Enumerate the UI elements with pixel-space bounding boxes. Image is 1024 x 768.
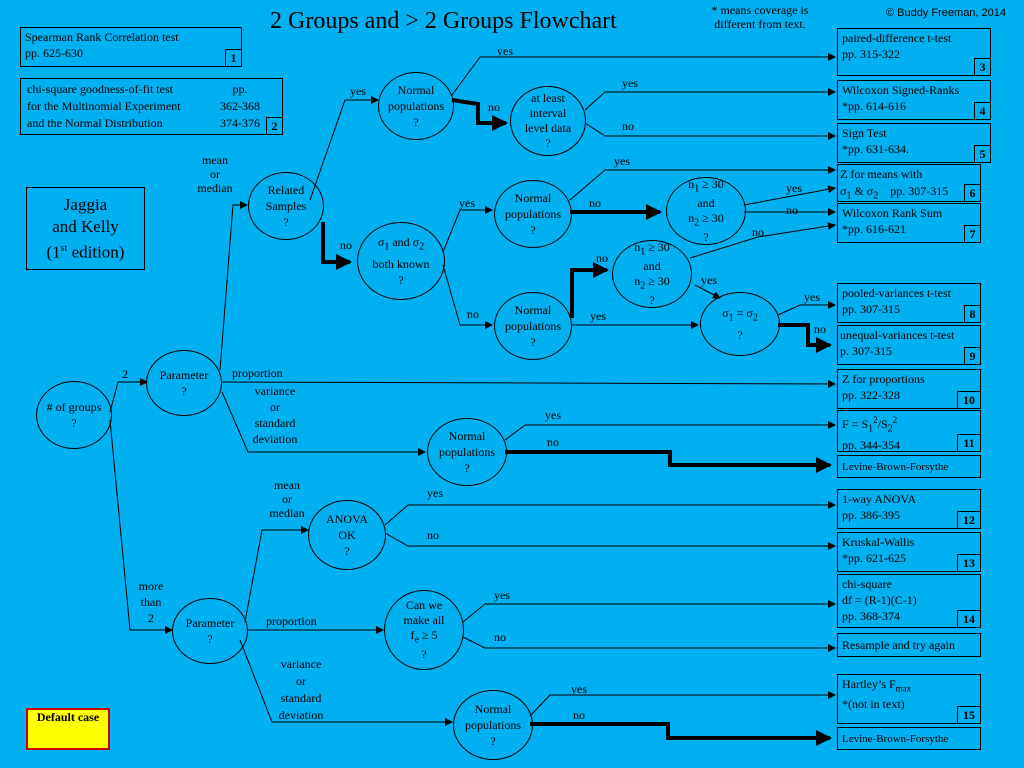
result-f-test: F = S12/S22 pp. 344-354 11: [837, 410, 981, 452]
result-number: 1: [225, 49, 242, 67]
edge-label-yes: yes: [614, 154, 630, 168]
edge-label-no: no: [340, 238, 352, 252]
edge-label-no: no: [547, 435, 559, 449]
edge-label-no: no: [488, 100, 500, 114]
result-number: 11: [957, 434, 981, 452]
sigma-equal-node: σ1 = σ2 ?: [700, 292, 780, 356]
result-number: 12: [957, 511, 981, 529]
edge-label-no: no: [814, 322, 826, 336]
result-number: 15: [957, 706, 981, 724]
edge-label-no: no: [622, 119, 634, 133]
groups-node: # of groups?: [36, 381, 112, 449]
edge-label-yes: yes: [701, 273, 717, 287]
edge-label-no: no: [427, 528, 439, 542]
result-sign-test: Sign Test*pp. 631-634. 5: [837, 123, 991, 163]
default-case-legend: Default case: [26, 708, 110, 750]
result-number: 13: [957, 554, 981, 572]
edge-label-2: 2: [122, 367, 128, 381]
result-z-means: Z for means with σ1 & σ2 pp. 307-315 6: [837, 164, 981, 202]
edge-label-yes: yes: [786, 181, 802, 195]
edge-label-yes: yes: [494, 588, 510, 602]
result-kruskal-wallis: Kruskal-Wallis*pp. 621-625 13: [837, 532, 981, 572]
edge-label-yes: yes: [350, 84, 366, 98]
edge-label-no: no: [589, 196, 601, 210]
edge-label-no: no: [494, 630, 506, 644]
parameter-node-bottom: Parameter?: [172, 598, 248, 664]
edge-label-no: no: [596, 251, 608, 265]
edge-label-yes: yes: [804, 290, 820, 304]
result-hartley: Hartley’s Fmax *(not in text) 15: [837, 674, 981, 724]
result-number: 2: [266, 117, 283, 135]
sigma-known-node: σ1 and σ2 both known?: [357, 222, 445, 300]
edge-label-no: no: [467, 307, 479, 321]
result-levine-brown-forsythe: Levine-Brown-Forsythe: [837, 455, 981, 478]
edge-label-proportion-bottom: proportion: [266, 614, 317, 628]
parameter-node-top: Parameter?: [146, 350, 222, 416]
result-number: 3: [974, 58, 991, 76]
n30-node-b: n1 ≥ 30 and n2 ≥ 30 ?: [612, 240, 692, 308]
result-number: 5: [974, 145, 991, 163]
edge-label-yes: yes: [427, 486, 443, 500]
edge-label-yes: yes: [497, 44, 513, 58]
result-number: 7: [964, 225, 981, 243]
result-number: 9: [964, 347, 981, 365]
edge-label-yes: yes: [571, 682, 587, 696]
edge-label-no: no: [786, 203, 798, 217]
edge-label-yes: yes: [545, 408, 561, 422]
result-number: 4: [974, 102, 991, 120]
copyright: © Buddy Freeman, 2014: [886, 7, 1007, 19]
edge-label-no: no: [752, 225, 764, 239]
page-title: 2 Groups and > 2 Groups Flowchart: [270, 8, 617, 34]
n30-node-a: n1 ≥ 30 and n2 ≥ 30 ?: [666, 177, 746, 245]
edge-label-proportion: proportion: [232, 366, 283, 380]
edge-label-yes: yes: [622, 76, 638, 90]
result-number: 6: [964, 184, 981, 202]
result-number: 14: [957, 610, 981, 628]
result-number: 8: [964, 305, 981, 323]
edge-label-no: no: [573, 708, 585, 722]
result-levine-brown-forsythe-bottom: Levine-Brown-Forsythe: [837, 727, 981, 750]
edge-label-yes: yes: [459, 196, 475, 210]
result-wilcoxon-signed-ranks: Wilcoxon Signed-Ranks*pp. 614-616 4: [837, 80, 991, 120]
result-number: 10: [957, 391, 981, 409]
edge-label-yes: yes: [590, 309, 606, 323]
result-resample: Resample and try again: [837, 633, 981, 657]
result-wilcoxon-rank-sum: Wilcoxon Rank Sum*pp. 616-621 7: [837, 203, 981, 243]
